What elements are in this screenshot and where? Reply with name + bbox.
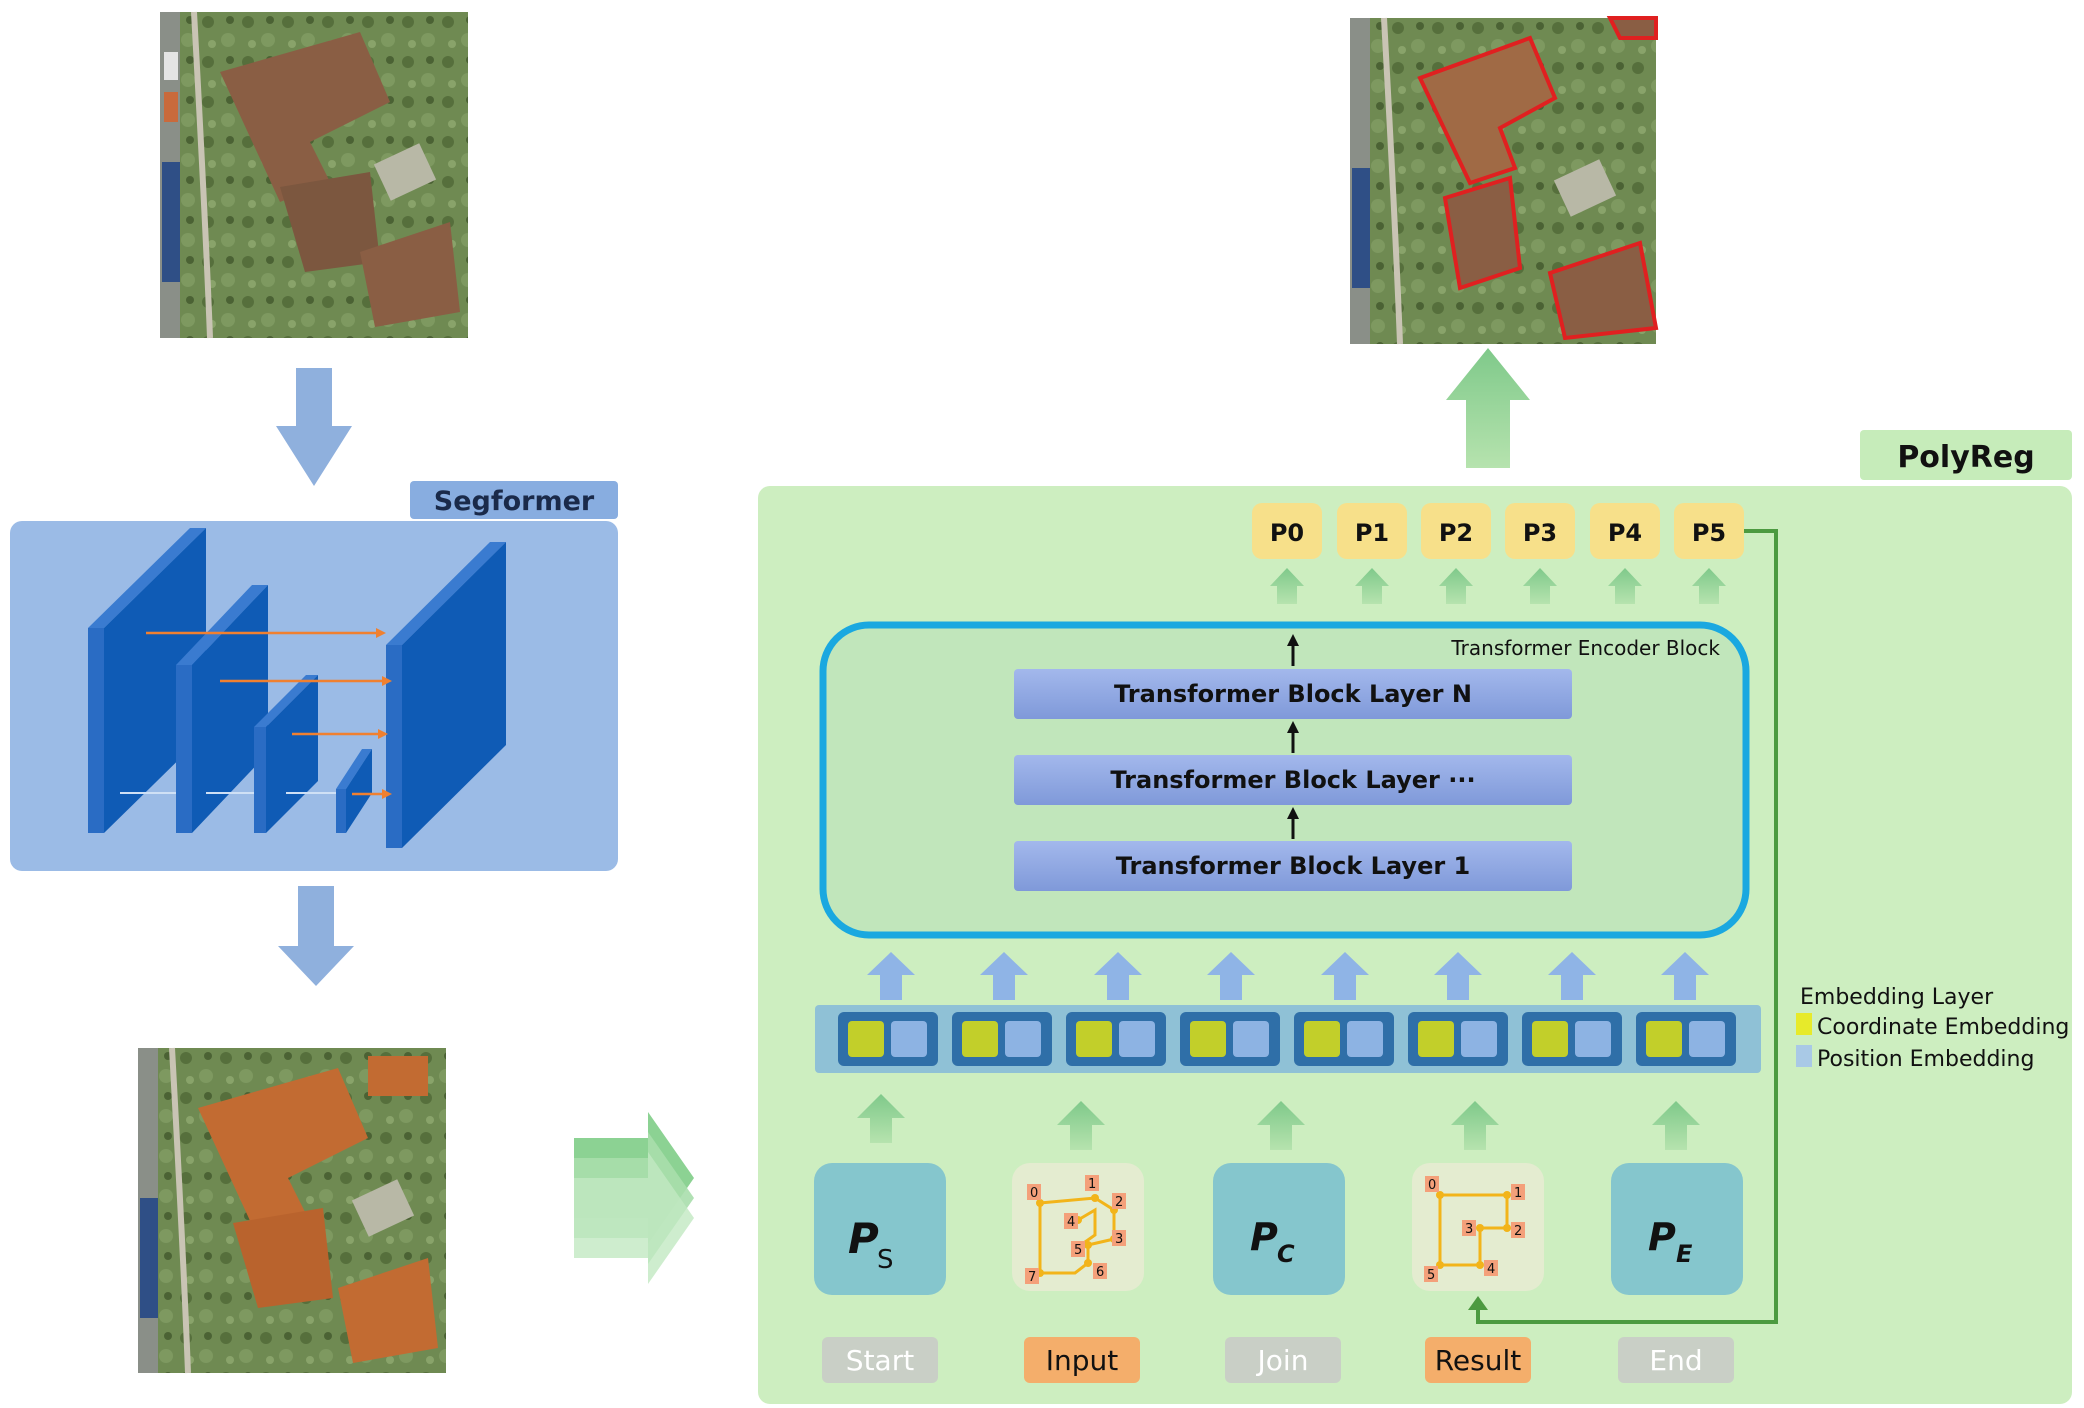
polyreg-label: PolyReg bbox=[1897, 440, 2034, 475]
svg-text:E: E bbox=[1676, 1240, 1693, 1268]
segformer-skip-connections bbox=[146, 628, 392, 799]
output-token: P5 bbox=[1674, 503, 1744, 559]
join-token: P C bbox=[1213, 1163, 1345, 1295]
svg-text:P2: P2 bbox=[1439, 519, 1473, 547]
legend-position: Position Embedding bbox=[1817, 1047, 2034, 1072]
svg-text:0: 0 bbox=[1030, 1186, 1038, 1201]
svg-text:P0: P0 bbox=[1270, 519, 1304, 547]
svg-text:4: 4 bbox=[1067, 1215, 1075, 1230]
svg-text:P3: P3 bbox=[1523, 519, 1557, 547]
svg-text:2: 2 bbox=[1115, 1195, 1123, 1210]
output-arrows bbox=[1270, 568, 1726, 604]
svg-text:P4: P4 bbox=[1608, 519, 1642, 547]
transformer-encoder-block: Transformer Encoder Block Transformer Bl… bbox=[819, 621, 1750, 939]
token-to-embedding-arrows bbox=[857, 1094, 1700, 1150]
svg-text:1: 1 bbox=[1088, 1177, 1096, 1192]
embedding-legend: Embedding Layer Coordinate Embedding Pos… bbox=[1796, 985, 2069, 1072]
svg-text:P: P bbox=[1648, 1215, 1676, 1259]
embedding-pair bbox=[952, 1012, 1052, 1066]
svg-text:0: 0 bbox=[1428, 1178, 1436, 1193]
output-token: P0 bbox=[1252, 503, 1322, 559]
bottom-label-join: Join bbox=[1225, 1337, 1341, 1383]
feedback-connector bbox=[1468, 529, 1778, 1324]
legend-title: Embedding Layer bbox=[1800, 985, 1994, 1010]
svg-text:Start: Start bbox=[846, 1344, 914, 1377]
svg-text:3: 3 bbox=[1115, 1232, 1123, 1247]
svg-text:P1: P1 bbox=[1355, 519, 1389, 547]
down-arrow-2 bbox=[278, 886, 354, 986]
bottom-label-result: Result bbox=[1425, 1337, 1531, 1383]
svg-text:Join: Join bbox=[1256, 1344, 1309, 1377]
block-layer-1: Transformer Block Layer 1 bbox=[1014, 841, 1572, 891]
output-tokens: P0 P1 P2 P3 P4 P5 bbox=[1252, 503, 1744, 559]
svg-text:Transformer Block Layer ···: Transformer Block Layer ··· bbox=[1110, 766, 1475, 794]
position-embedding-swatch bbox=[1796, 1045, 1812, 1067]
encoder-internal-arrows bbox=[1287, 634, 1299, 839]
end-token: P E bbox=[1611, 1163, 1743, 1295]
output-token: P3 bbox=[1505, 503, 1575, 559]
down-arrow-1 bbox=[276, 368, 352, 486]
svg-text:1: 1 bbox=[1514, 1186, 1522, 1201]
embedding-layer bbox=[815, 1005, 1761, 1073]
bottom-label-start: Start bbox=[822, 1337, 938, 1383]
segformer-label: Segformer bbox=[434, 486, 595, 517]
output-token: P1 bbox=[1337, 503, 1407, 559]
svg-text:P: P bbox=[1250, 1215, 1278, 1259]
svg-text:P5: P5 bbox=[1692, 519, 1726, 547]
output-token: P4 bbox=[1590, 503, 1660, 559]
svg-text:Result: Result bbox=[1435, 1344, 1522, 1377]
svg-text:5: 5 bbox=[1427, 1268, 1435, 1283]
embedding-pair bbox=[838, 1012, 938, 1066]
svg-text:P: P bbox=[848, 1214, 879, 1263]
svg-text:End: End bbox=[1649, 1344, 1702, 1377]
embedding-pair bbox=[1636, 1012, 1736, 1066]
bottom-label-input: Input bbox=[1024, 1337, 1140, 1383]
coordinate-embedding-swatch bbox=[1796, 1013, 1812, 1035]
up-arrow-to-output bbox=[1446, 348, 1530, 468]
segformer-label-box bbox=[410, 481, 618, 519]
input-polygon-token: 0 1 2 3 4 5 6 7 bbox=[1012, 1163, 1144, 1291]
segformer-encoder-plates bbox=[88, 528, 506, 848]
svg-text:Transformer Block Layer N: Transformer Block Layer N bbox=[1114, 680, 1472, 708]
start-token: P S bbox=[814, 1163, 946, 1295]
bottom-label-end: End bbox=[1618, 1337, 1734, 1383]
svg-text:3: 3 bbox=[1465, 1222, 1473, 1237]
segmentation-result-image bbox=[138, 1047, 446, 1374]
input-aerial-image bbox=[160, 11, 468, 339]
embedding-to-encoder-arrows bbox=[867, 952, 1709, 1000]
output-token: P2 bbox=[1421, 503, 1491, 559]
block-layer-middle: Transformer Block Layer ··· bbox=[1014, 755, 1572, 805]
svg-text:Transformer Block Layer 1: Transformer Block Layer 1 bbox=[1116, 852, 1471, 880]
svg-text:4: 4 bbox=[1487, 1262, 1495, 1277]
svg-text:7: 7 bbox=[1028, 1270, 1036, 1285]
embedding-pair bbox=[1408, 1012, 1508, 1066]
embedding-pair bbox=[1522, 1012, 1622, 1066]
embedding-pair bbox=[1180, 1012, 1280, 1066]
result-polygon-token: 0 1 2 3 4 5 bbox=[1412, 1163, 1544, 1291]
segformer-panel: Segformer bbox=[10, 481, 618, 871]
svg-text:6: 6 bbox=[1096, 1265, 1104, 1280]
svg-text:Input: Input bbox=[1046, 1344, 1119, 1377]
segmentation-to-polyreg-arrow bbox=[574, 1112, 694, 1284]
svg-text:5: 5 bbox=[1074, 1243, 1082, 1258]
output-aerial-image bbox=[1350, 16, 1659, 345]
embedding-pair bbox=[1066, 1012, 1166, 1066]
encoder-label: Transformer Encoder Block bbox=[1450, 636, 1720, 660]
legend-coordinate: Coordinate Embedding bbox=[1817, 1015, 2069, 1040]
block-layer-n: Transformer Block Layer N bbox=[1014, 669, 1572, 719]
svg-text:S: S bbox=[877, 1245, 894, 1275]
polyreg-label-box bbox=[1860, 430, 2072, 480]
svg-text:2: 2 bbox=[1514, 1224, 1522, 1239]
embedding-pair bbox=[1294, 1012, 1394, 1066]
svg-text:C: C bbox=[1277, 1240, 1295, 1268]
